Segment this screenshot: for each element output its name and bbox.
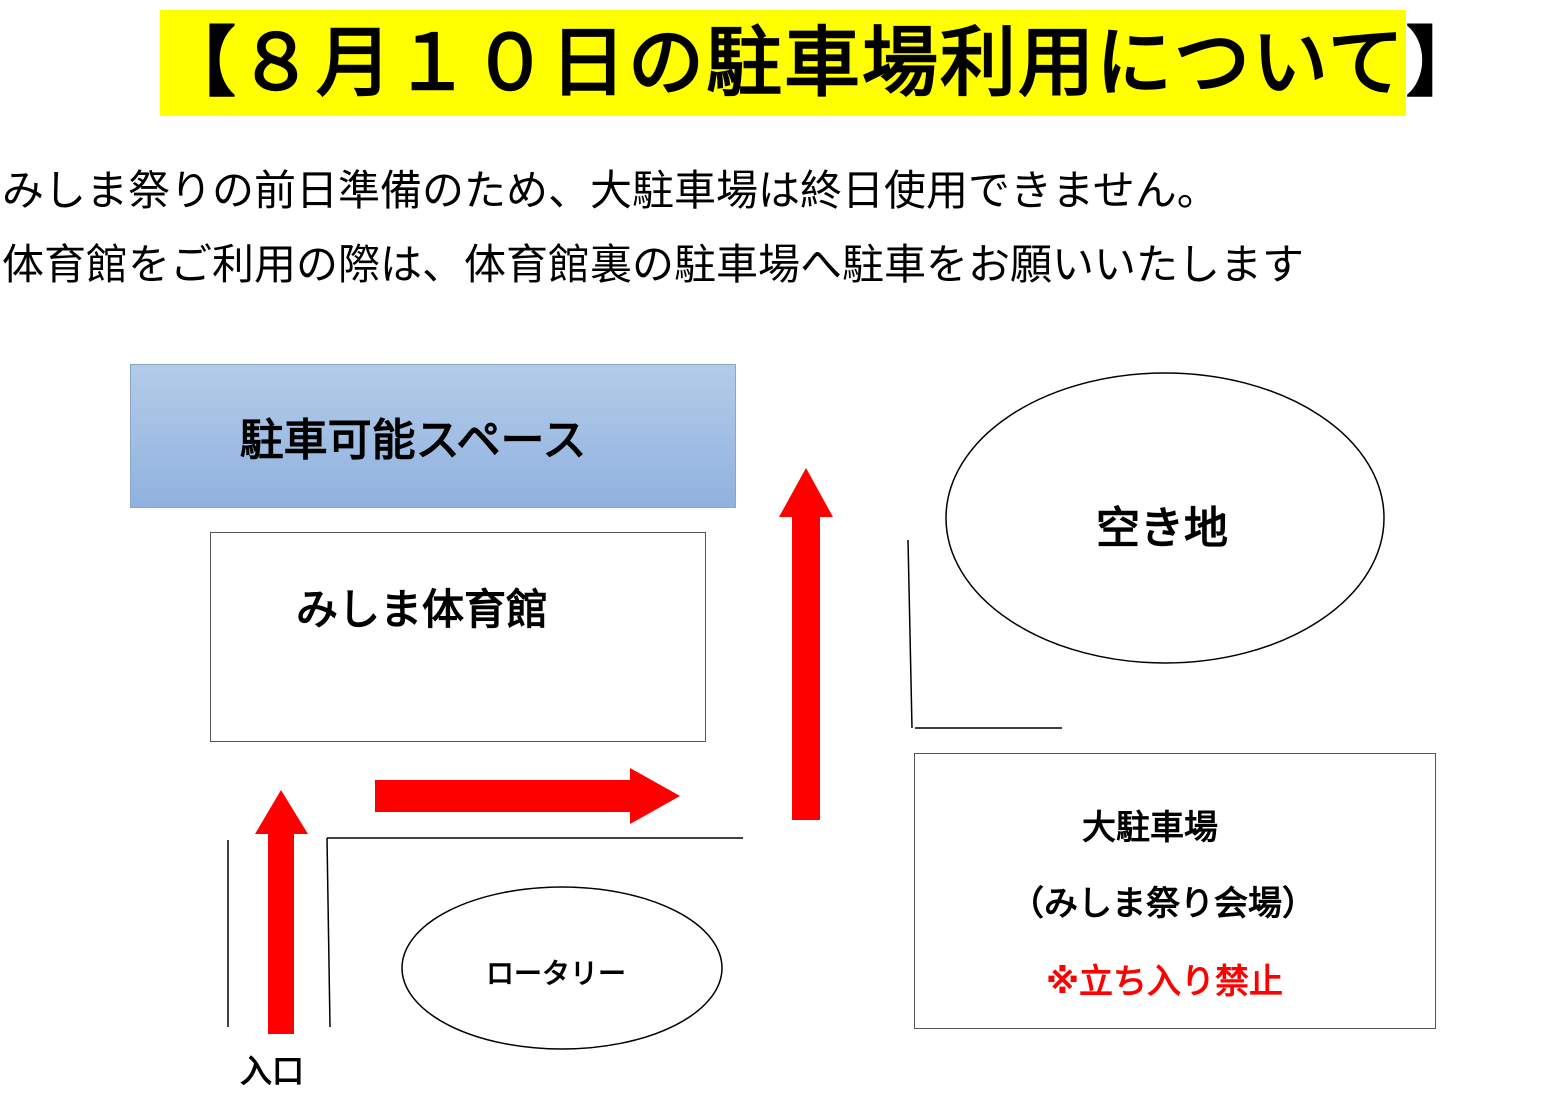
parking-available-space: 駐車可能スペース [130,364,736,508]
vacant-lot-shape [945,372,1385,664]
page-title: 【８月１０日の駐車場利用について】 [160,10,1482,116]
gym-label: みしま体育館 [296,585,549,634]
rotary-shape [401,886,723,1050]
arrow-right [375,768,680,824]
road-line-vacant-vertical [907,539,913,729]
notice-line-2: 体育館をご利用の際は、体育館裏の駐車場へ駐車をお願いいたします [2,240,1305,289]
gym-building [210,532,706,742]
big-parking-lot [914,753,1436,1029]
big-lot-name: 大駐車場 [1082,808,1218,848]
big-lot-subtitle: （みしま祭り会場） [1010,884,1316,924]
no-entry-warning: ※立ち入り禁止 [1046,962,1284,1002]
rotary-label: ロータリー [486,957,627,990]
road-line-entrance-right [326,837,331,1028]
arrow-up-entrance [255,790,308,1034]
vacant-lot-label: 空き地 [1096,503,1228,554]
notice-line-1: みしま祭りの前日準備のため、大駐車場は終日使用できません。 [2,166,1219,215]
parking-space-label: 駐車可能スペース [239,415,587,466]
entrance-label: 入口 [240,1052,305,1090]
arrow-up-main [779,468,833,820]
